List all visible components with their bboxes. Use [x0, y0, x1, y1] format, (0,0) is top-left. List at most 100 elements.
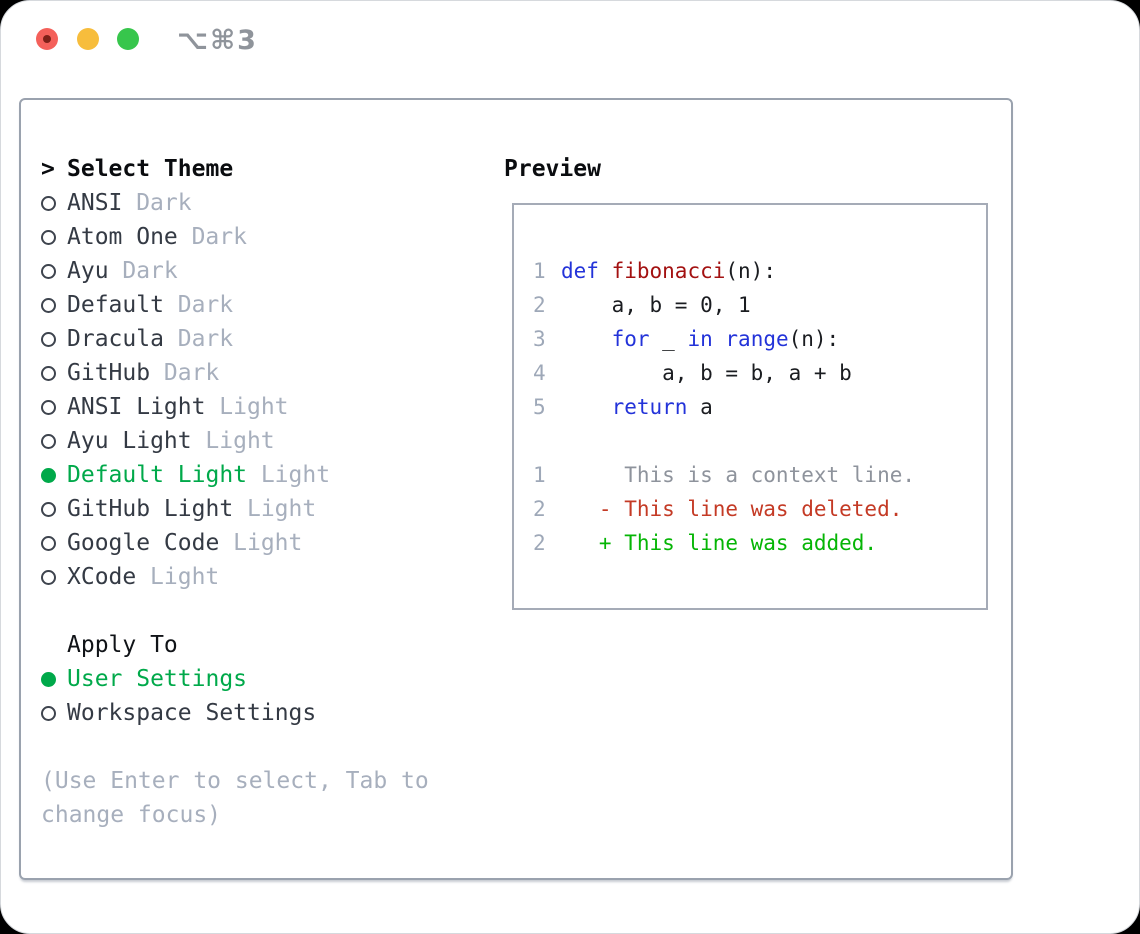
preview-line: 3 for _ in range(n): — [533, 322, 986, 356]
preview-line: 1 def fibonacci(n): — [533, 254, 986, 288]
preview-box: 1 def fibonacci(n): 2 a, b = 0, 1 3 for … — [512, 203, 988, 610]
apply-to-option-label: User Settings — [67, 666, 248, 692]
radio-icon — [41, 263, 56, 279]
line-code: a, b = b, a + b — [561, 361, 852, 385]
theme-option[interactable]: Atom One Dark — [41, 220, 491, 254]
zoom-button[interactable] — [117, 28, 139, 50]
close-button[interactable] — [36, 28, 58, 50]
select-theme-label: Select Theme — [67, 156, 234, 182]
theme-list: ANSI Dark Atom One Dark Ayu Dark Default… — [41, 186, 491, 594]
theme-option[interactable]: Dracula Dark — [41, 322, 491, 356]
line-code: def fibonacci(n): — [561, 259, 776, 283]
theme-name: Default Light — [67, 462, 248, 488]
line-code: a, b = 0, 1 — [561, 293, 751, 317]
preview-header: Preview — [504, 156, 601, 182]
radio-icon — [41, 569, 56, 585]
preview-line: 2 - This line was deleted. — [533, 492, 986, 526]
line-code: + This line was added. — [561, 531, 878, 555]
radio-icon — [41, 331, 56, 347]
line-number: 1 — [533, 463, 546, 487]
theme-variant: Light — [233, 530, 303, 556]
apply-to-option[interactable]: Workspace Settings — [41, 696, 491, 730]
theme-variant: Dark — [177, 292, 234, 318]
preview-line: 1 This is a context line. — [533, 458, 986, 492]
apply-to-list: User Settings Workspace Settings — [41, 662, 491, 730]
line-code: This is a context line. — [561, 463, 916, 487]
line-number: 3 — [533, 327, 546, 351]
theme-option[interactable]: Ayu Dark — [41, 254, 491, 288]
theme-option[interactable]: ANSI Light Light — [41, 390, 491, 424]
theme-option[interactable]: Google Code Light — [41, 526, 491, 560]
radio-icon — [41, 229, 56, 245]
focus-caret-icon: > — [41, 156, 55, 182]
minimize-button[interactable] — [77, 28, 99, 50]
line-code: return a — [611, 395, 713, 419]
preview-line: 4 a, b = b, a + b — [533, 356, 986, 390]
radio-icon — [41, 433, 56, 449]
apply-to-option-label: Workspace Settings — [67, 700, 317, 726]
radio-icon — [41, 297, 56, 313]
theme-option[interactable]: XCode Light — [41, 560, 491, 594]
theme-variant: Dark — [163, 360, 220, 386]
theme-name: Atom One — [67, 224, 178, 250]
theme-name: ANSI Light — [67, 394, 206, 420]
line-number — [533, 424, 561, 458]
theme-name: GitHub Light — [67, 496, 234, 522]
theme-name: Default — [67, 292, 164, 318]
theme-selector-panel: > Select Theme ANSI Dark Atom One Dark A… — [19, 98, 1013, 880]
theme-column: > Select Theme ANSI Dark Atom One Dark A… — [41, 152, 491, 832]
line-code: for _ in range(n): — [611, 327, 840, 351]
theme-option[interactable]: ANSI Dark — [41, 186, 491, 220]
apply-to-header: Apply To — [41, 628, 491, 662]
radio-icon — [41, 365, 56, 381]
apply-to-option[interactable]: User Settings — [41, 662, 491, 696]
theme-variant: Light — [205, 428, 275, 454]
radio-icon — [41, 535, 56, 551]
line-number: 1 — [533, 259, 546, 283]
window-title: ⌥⌘3 — [177, 25, 258, 56]
preview-code: 1 def fibonacci(n): 2 a, b = 0, 1 3 for … — [533, 254, 986, 560]
theme-name: Ayu — [67, 258, 109, 284]
theme-option[interactable]: Default Dark — [41, 288, 491, 322]
preview-line: 2 + This line was added. — [533, 526, 986, 560]
line-number: 2 — [533, 497, 546, 521]
preview-line — [533, 424, 986, 458]
theme-variant: Light — [260, 462, 331, 488]
radio-icon — [41, 705, 56, 721]
close-dot-icon — [43, 35, 51, 43]
theme-name: Dracula — [67, 326, 164, 352]
theme-name: GitHub — [67, 360, 151, 386]
theme-name: Ayu Light — [67, 428, 192, 454]
radio-icon — [41, 399, 56, 415]
radio-icon — [41, 467, 56, 483]
theme-variant: Light — [150, 564, 220, 590]
preview-line: 5 return a — [533, 390, 986, 424]
radio-icon — [41, 671, 56, 687]
theme-option[interactable]: Ayu Light Light — [41, 424, 491, 458]
keyboard-hint: (Use Enter to select, Tab to change focu… — [41, 768, 429, 828]
line-number: 5 — [533, 395, 546, 419]
theme-variant: Dark — [122, 258, 178, 284]
radio-icon — [41, 195, 56, 211]
line-code: - This line was deleted. — [561, 497, 903, 521]
apply-to-label: Apply To — [67, 632, 178, 658]
theme-name: XCode — [67, 564, 137, 590]
theme-variant: Dark — [177, 326, 234, 352]
select-theme-header: > Select Theme — [41, 152, 491, 186]
theme-variant: Light — [246, 496, 317, 522]
theme-variant: Light — [219, 394, 289, 420]
theme-option[interactable]: GitHub Light Light — [41, 492, 491, 526]
theme-variant: Dark — [136, 190, 192, 216]
line-number: 2 — [533, 293, 546, 317]
theme-name: Google Code — [67, 530, 220, 556]
line-number: 4 — [533, 361, 546, 385]
spacer — [41, 594, 491, 628]
preview-line: 2 a, b = 0, 1 — [533, 288, 986, 322]
radio-icon — [41, 501, 56, 517]
line-number: 2 — [533, 531, 546, 555]
theme-option[interactable]: Default Light Light — [41, 458, 491, 492]
theme-variant: Dark — [191, 224, 247, 250]
theme-option[interactable]: GitHub Dark — [41, 356, 491, 390]
